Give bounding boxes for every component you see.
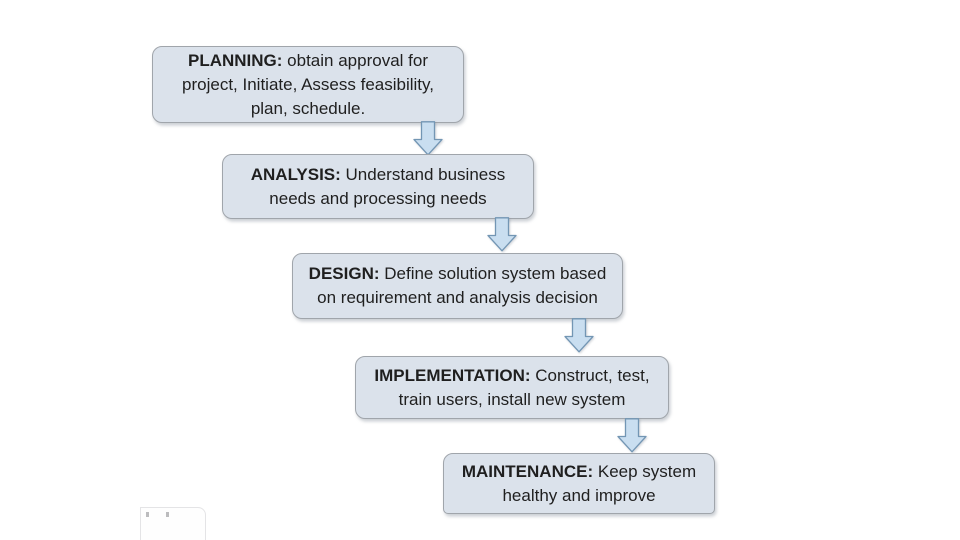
phase-keyword: PLANNING: bbox=[187, 50, 283, 70]
flow-box-maintenance: MAINTENANCE: Keep system healthy and imp… bbox=[443, 453, 715, 514]
block-arrow-down-icon bbox=[487, 217, 517, 252]
flow-box-text-line: PLANNING: obtain approval for bbox=[188, 49, 428, 73]
block-arrow-down-icon bbox=[617, 418, 647, 453]
block-arrow-down-icon bbox=[413, 121, 443, 156]
ghost-mark bbox=[146, 512, 149, 517]
phase-text: Understand business bbox=[345, 164, 506, 184]
phase-text: Construct, test, bbox=[535, 365, 650, 385]
connector-planning-to-analysis bbox=[413, 121, 443, 156]
phase-keyword: ANALYSIS: bbox=[250, 164, 341, 184]
flow-box-implementation: IMPLEMENTATION: Construct, test, train u… bbox=[355, 356, 669, 419]
phase-text: obtain approval for bbox=[287, 50, 428, 70]
flow-box-design: DESIGN: Define solution system based on … bbox=[292, 253, 623, 319]
flow-box-text-line: DESIGN: Define solution system based bbox=[309, 262, 607, 286]
phase-text: Keep system bbox=[597, 461, 697, 481]
phase-keyword: IMPLEMENTATION: bbox=[374, 365, 531, 385]
flow-box-text-line: IMPLEMENTATION: Construct, test, bbox=[374, 364, 649, 388]
flow-box-text-line: MAINTENANCE: Keep system bbox=[462, 460, 696, 484]
phase-keyword: MAINTENANCE: bbox=[461, 461, 594, 481]
flow-box-planning: PLANNING: obtain approval for project, I… bbox=[152, 46, 464, 123]
flow-box-text-line: healthy and improve bbox=[502, 485, 656, 505]
connector-design-to-implementation bbox=[564, 318, 594, 353]
flow-box-analysis: ANALYSIS: Understand business needs and … bbox=[222, 154, 534, 219]
block-arrow-down-icon bbox=[564, 318, 594, 353]
flow-box-text-line: needs and processing needs bbox=[269, 188, 487, 208]
connector-implementation-to-maintenance bbox=[617, 418, 647, 453]
flow-box-text-line: ANALYSIS: Understand business bbox=[251, 163, 506, 187]
flow-box-text-line: on requirement and analysis decision bbox=[317, 288, 598, 307]
flow-box-text-line: plan, schedule. bbox=[250, 98, 366, 118]
phase-keyword: DESIGN: bbox=[308, 264, 380, 283]
phase-text: Define solution system based bbox=[384, 264, 607, 283]
flow-box-text-line: train users, install new system bbox=[398, 389, 626, 409]
flow-box-text-line: project, Initiate, Assess feasibility, bbox=[182, 74, 434, 94]
connector-analysis-to-design bbox=[487, 217, 517, 252]
partial-ghost-box bbox=[140, 507, 206, 540]
ghost-mark bbox=[166, 512, 169, 517]
